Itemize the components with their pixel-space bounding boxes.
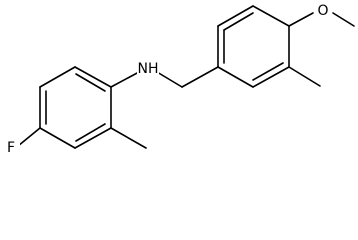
- bond: [39, 66, 76, 88]
- double-bond-inner: [252, 62, 284, 81]
- bond: [217, 5, 254, 27]
- methylene-bond: [181, 66, 219, 88]
- double-bond-inner: [75, 123, 106, 142]
- left-benzene-ring: [39, 66, 112, 149]
- oxygen-atom: O: [314, 2, 332, 22]
- bond: [74, 127, 112, 149]
- methyl-bond-left: [110, 127, 147, 149]
- molecule-structure: F NH O: [4, 2, 355, 156]
- amine-bond-right: [156, 71, 183, 88]
- amine-bond-left: [110, 71, 140, 88]
- fluorine-atom: F: [4, 138, 20, 156]
- bond: [217, 66, 254, 88]
- bond: [252, 5, 290, 27]
- fluorine-label: F: [7, 140, 15, 156]
- bond: [74, 66, 112, 88]
- methoxy-bond: [288, 12, 314, 27]
- amine-label: NH: [138, 61, 159, 77]
- double-bond-inner: [75, 73, 106, 92]
- double-bond-inner: [223, 12, 254, 31]
- bond: [39, 127, 76, 149]
- bond: [252, 66, 290, 88]
- methoxy-methyl-bond: [332, 12, 355, 27]
- methyl-bond-right: [288, 66, 321, 87]
- right-benzene-ring: [217, 5, 290, 88]
- amine-atom: NH: [137, 60, 159, 78]
- structure-canvas: F NH O: [4, 2, 355, 156]
- oxygen-label: O: [317, 3, 328, 19]
- fluoro-bond: [17, 127, 41, 147]
